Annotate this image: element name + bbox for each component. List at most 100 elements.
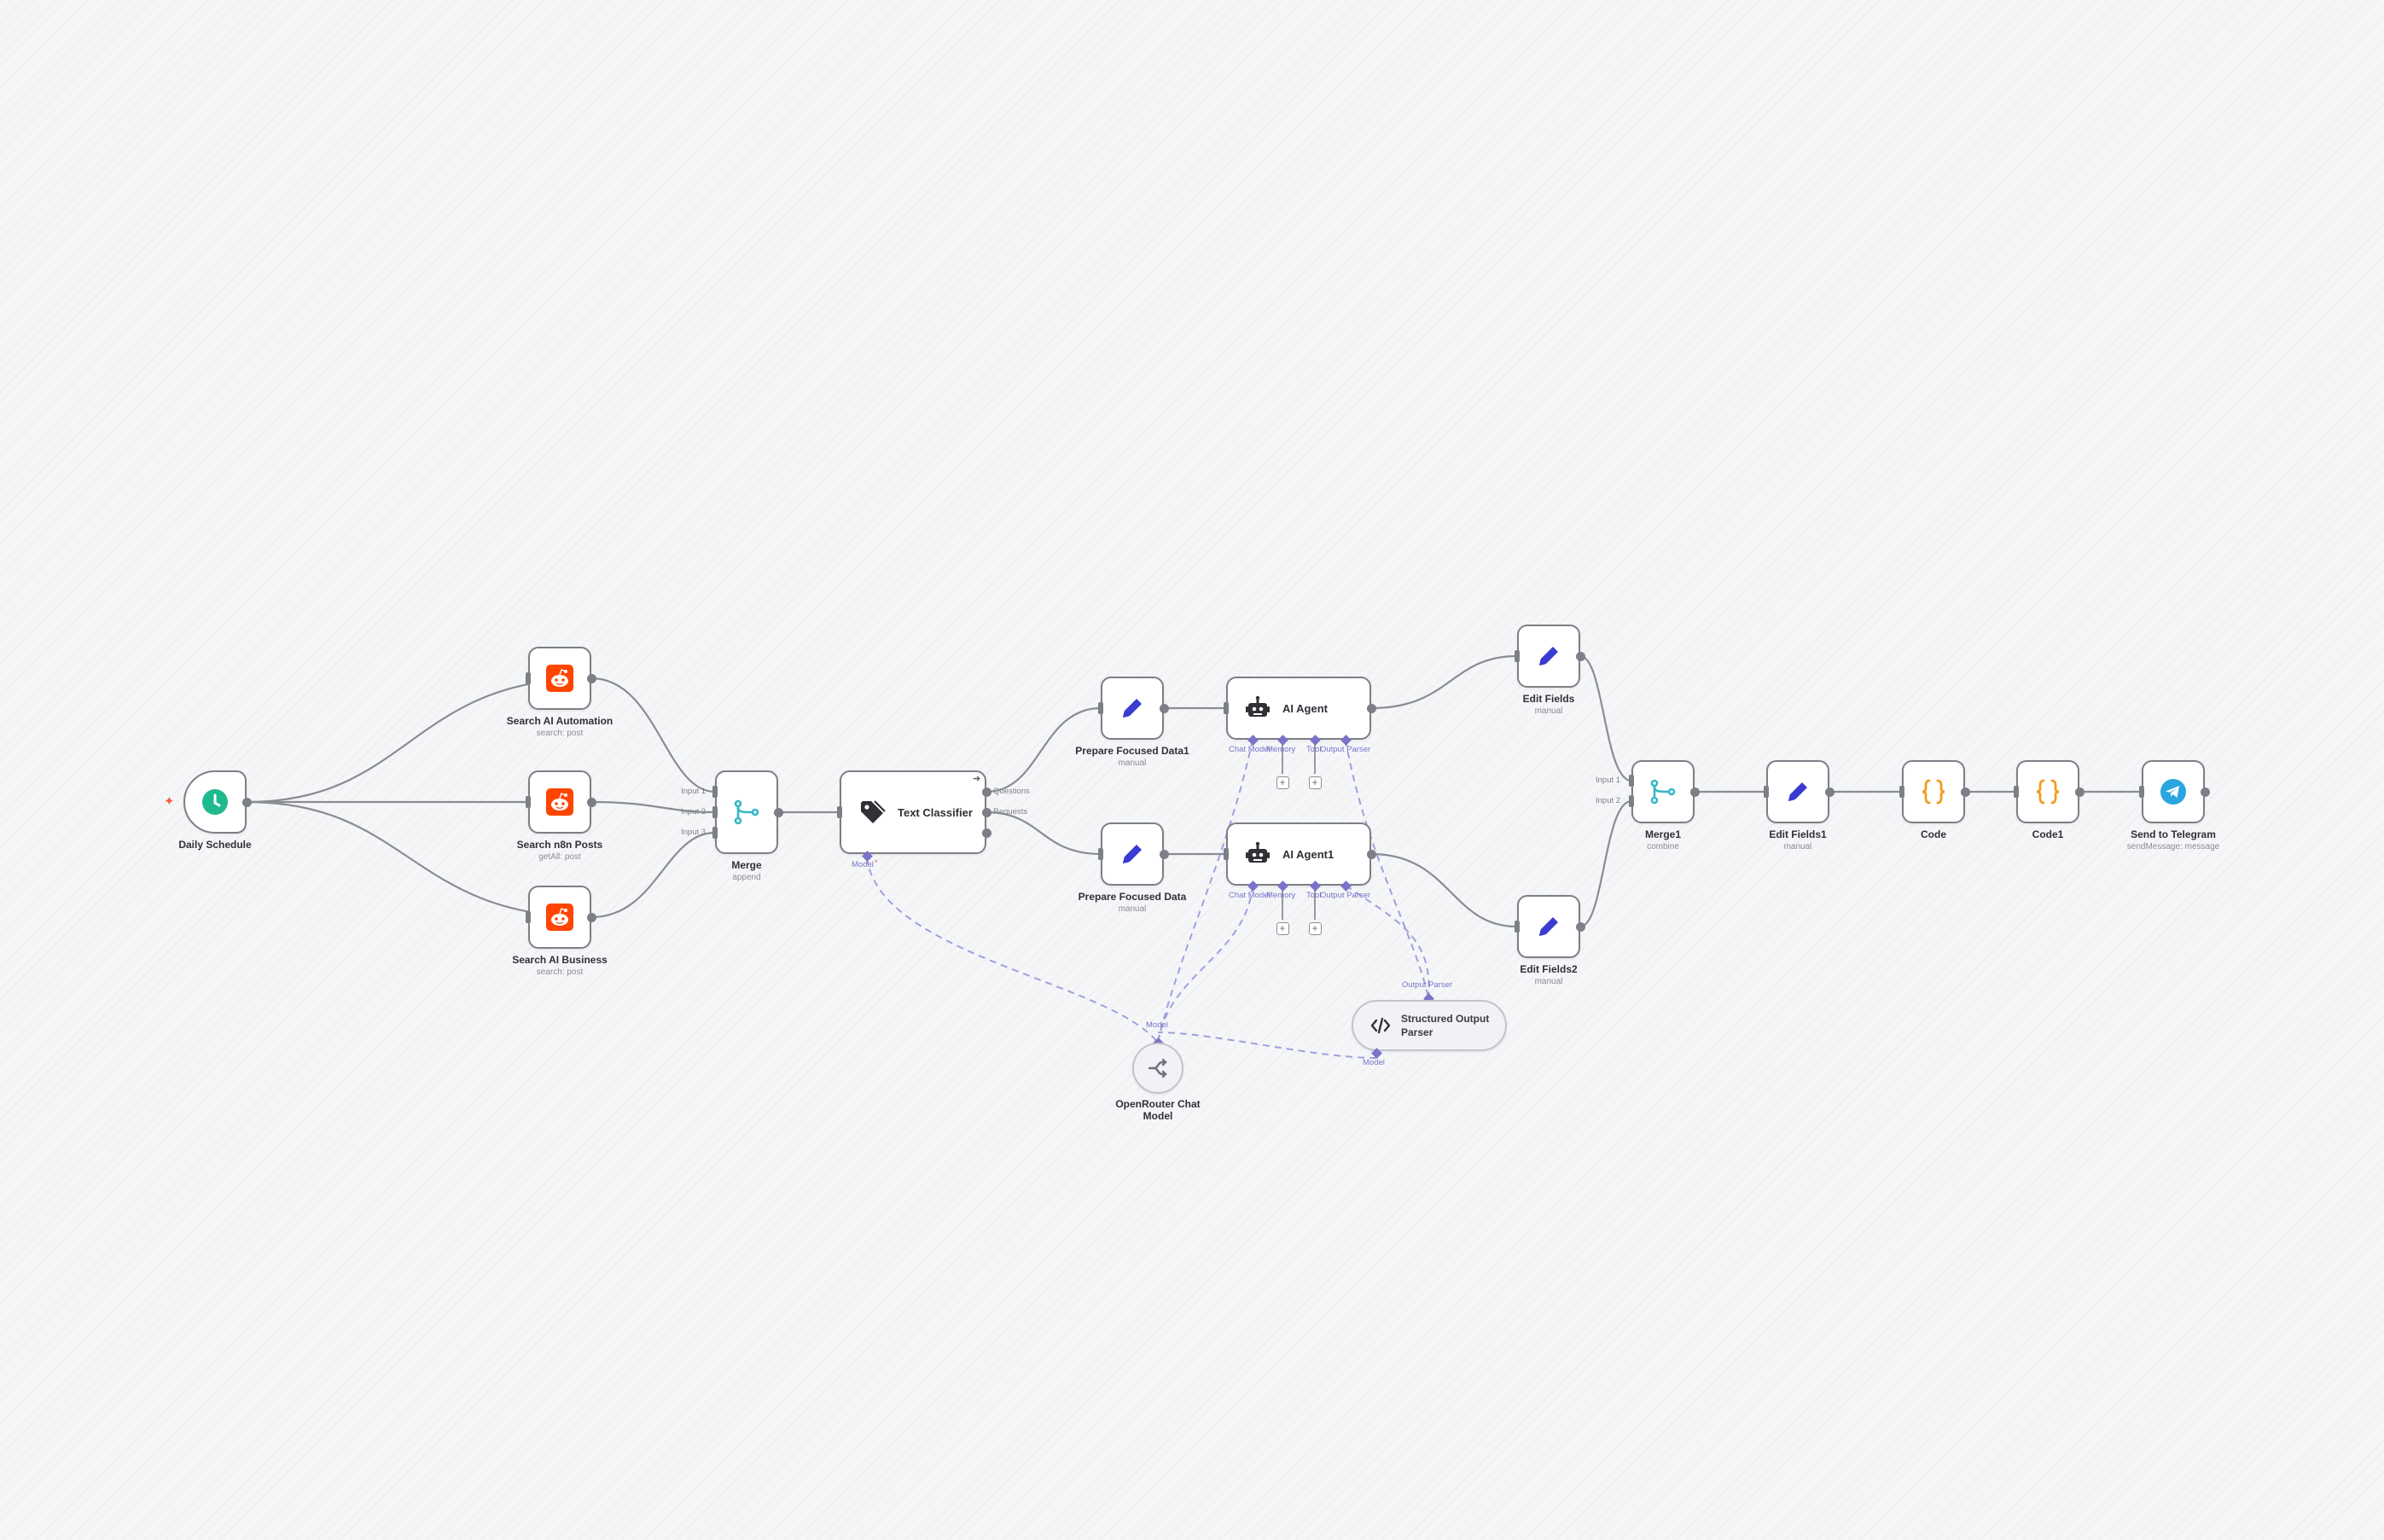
- node-edit-fields1[interactable]: [1766, 760, 1829, 823]
- output-handle[interactable]: [1366, 703, 1376, 713]
- edge-classifier-requests-to-prepare: [986, 811, 1102, 856]
- output-handle[interactable]: [586, 673, 596, 683]
- node-prepare-focused-data[interactable]: [1101, 822, 1164, 886]
- port-label: Input 2: [681, 807, 706, 816]
- node-label: Send to Telegram: [2131, 828, 2216, 840]
- node-label: Prepare Focused Data: [1078, 891, 1187, 903]
- output-handle[interactable]: [981, 807, 991, 817]
- reddit-icon: [530, 772, 590, 832]
- node-ai-agent1[interactable]: AI Agent1: [1226, 822, 1371, 886]
- input-handle[interactable]: [712, 827, 718, 839]
- output-handle[interactable]: [2074, 787, 2085, 797]
- telegram-icon: [2143, 762, 2203, 822]
- node-prepare-focused-data1[interactable]: [1101, 677, 1164, 740]
- add-memory-button[interactable]: +: [1276, 921, 1289, 935]
- input-handle[interactable]: [837, 806, 842, 818]
- input-handle[interactable]: [1515, 921, 1520, 933]
- node-edit-fields[interactable]: [1517, 625, 1580, 688]
- node-merge[interactable]: [715, 770, 778, 854]
- output-handle[interactable]: [241, 797, 252, 807]
- node-code1[interactable]: [2016, 760, 2079, 823]
- node-label: OpenRouter Chat Model: [1115, 1098, 1201, 1122]
- node-search-ai-business[interactable]: [528, 886, 591, 949]
- output-handle[interactable]: [1824, 787, 1835, 797]
- input-handle[interactable]: [1629, 775, 1634, 787]
- output-handle[interactable]: [586, 912, 596, 922]
- node-subtitle: combine: [1647, 842, 1679, 851]
- port-label: Model: [1363, 1058, 1385, 1067]
- input-handle[interactable]: [526, 911, 531, 923]
- port-label: Chat Model: [1229, 745, 1270, 754]
- input-handle[interactable]: [1899, 786, 1904, 798]
- edge-ai-agent1-to-edit-fields2: [1370, 852, 1518, 928]
- node-label: Code: [1921, 828, 1946, 840]
- node-edit-fields2[interactable]: [1517, 895, 1580, 958]
- pencil-icon: [1519, 626, 1579, 686]
- node-label: AI Agent1: [1282, 847, 1334, 861]
- input-handle[interactable]: [1224, 702, 1229, 714]
- output-handle[interactable]: [586, 797, 596, 807]
- merge-icon: [717, 772, 776, 852]
- input-handle[interactable]: [526, 672, 531, 684]
- port-label: Input 1: [1596, 776, 1621, 785]
- node-label: Merge1: [1644, 828, 1682, 840]
- input-handle[interactable]: [1224, 848, 1229, 860]
- output-handle[interactable]: [1960, 787, 1970, 797]
- node-subtitle: append: [732, 873, 761, 882]
- node-subtitle: sendMessage: message: [2126, 842, 2220, 851]
- input-handle[interactable]: [712, 786, 718, 798]
- port-label: Input 2: [1596, 796, 1621, 805]
- input-handle[interactable]: [1098, 848, 1103, 860]
- reddit-icon: [530, 648, 590, 708]
- port-label: Input 1: [681, 787, 706, 796]
- node-merge1[interactable]: [1631, 760, 1695, 823]
- input-handle[interactable]: [1629, 795, 1634, 807]
- input-handle[interactable]: [526, 796, 531, 808]
- input-handle[interactable]: [1764, 786, 1769, 798]
- output-handle[interactable]: [1159, 849, 1169, 859]
- node-structured-output-parser[interactable]: Structured Output Parser: [1352, 1000, 1507, 1051]
- pencil-icon: [1102, 678, 1162, 738]
- input-handle[interactable]: [2139, 786, 2144, 798]
- node-search-ai-automation[interactable]: [528, 647, 591, 710]
- input-handle[interactable]: [2014, 786, 2019, 798]
- node-label: AI Agent: [1282, 701, 1328, 715]
- output-handle[interactable]: [981, 787, 991, 797]
- node-send-to-telegram[interactable]: [2142, 760, 2205, 823]
- output-handle[interactable]: [1366, 849, 1376, 859]
- node-code[interactable]: [1902, 760, 1965, 823]
- input-handle[interactable]: [712, 806, 718, 818]
- node-search-n8n-posts[interactable]: [528, 770, 591, 834]
- port-label: Input 3: [681, 828, 706, 837]
- add-tool-button[interactable]: +: [1308, 921, 1322, 935]
- node-label: Text Classifier: [898, 805, 973, 819]
- pencil-icon: [1102, 824, 1162, 884]
- output-handle[interactable]: [2200, 787, 2210, 797]
- node-subtitle: search: post: [536, 729, 584, 738]
- add-tool-button[interactable]: +: [1308, 776, 1322, 789]
- node-openrouter-chat-model[interactable]: [1132, 1043, 1183, 1094]
- merge-icon: [1633, 762, 1693, 822]
- node-text-classifier[interactable]: Text Classifier: [840, 770, 986, 854]
- output-handle[interactable]: [1159, 703, 1169, 713]
- node-daily-schedule[interactable]: [183, 770, 247, 834]
- port-label: Memory: [1266, 891, 1296, 900]
- input-handle[interactable]: [1098, 702, 1103, 714]
- output-handle[interactable]: [1575, 921, 1585, 932]
- node-subtitle: manual: [1118, 904, 1147, 914]
- output-handle[interactable]: [981, 828, 991, 838]
- output-handle[interactable]: [1689, 787, 1700, 797]
- port-label: Memory: [1266, 745, 1296, 754]
- flag-icon: ➔: [973, 774, 981, 784]
- output-handle[interactable]: [773, 807, 783, 817]
- add-memory-button[interactable]: +: [1276, 776, 1289, 789]
- node-subtitle: manual: [1534, 706, 1563, 716]
- input-handle[interactable]: [1515, 650, 1520, 662]
- node-label: Search AI Automation: [506, 715, 613, 727]
- node-subtitle: manual: [1534, 977, 1563, 986]
- output-handle[interactable]: [1575, 651, 1585, 661]
- node-ai-agent[interactable]: AI Agent: [1226, 677, 1371, 740]
- pencil-icon: [1768, 762, 1828, 822]
- ai-edge-parser-model: [1157, 1032, 1377, 1059]
